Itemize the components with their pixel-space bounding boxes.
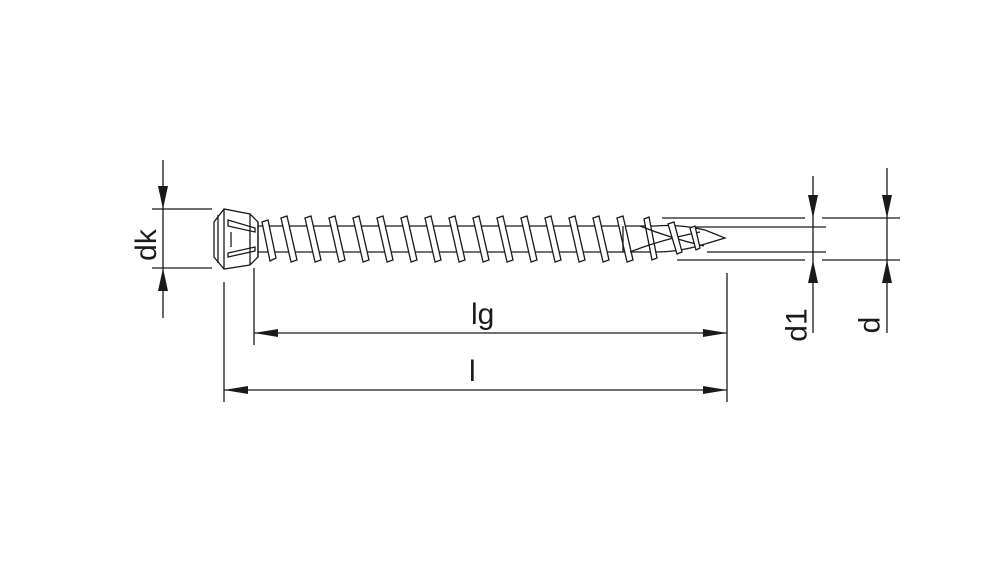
screw-threads: [261, 215, 658, 263]
d-label: d: [853, 316, 887, 334]
screw-tip: [622, 221, 727, 255]
dimension-arrows: [158, 186, 892, 394]
l-label: l: [469, 355, 476, 388]
screw-head: [213, 208, 259, 270]
d1-label: d1: [780, 308, 814, 342]
lg-label: lg: [471, 298, 495, 331]
dk-label: dk: [129, 229, 163, 261]
